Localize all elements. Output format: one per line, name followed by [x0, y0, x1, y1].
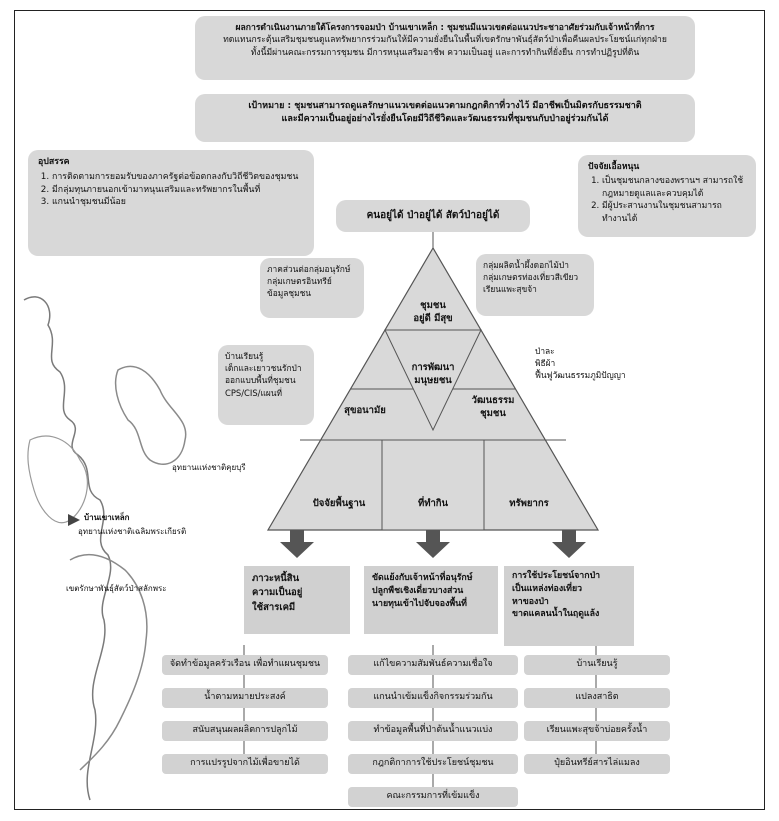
left-note-mid-line: บ้านเรียนรู้: [225, 351, 264, 361]
output-heading-line: ขัดแย้งกับเจ้าหน้าที่อนุรักษ์: [372, 573, 473, 583]
top-box-line-3: ทั้งนี้มีผ่านคณะกรรมการชุมชน มีการหนุนเส…: [250, 47, 640, 58]
map-label-sanctuary: อุทยานแห่งชาติเฉลิมพระเกียรติ: [78, 527, 187, 536]
right-note-top-line: กลุ่มเกษตรท่องเที่ยวสีเขียว: [483, 272, 579, 283]
village-marker: [68, 514, 80, 526]
output-2-item: กฎกติกาการใช้ประโยชน์ชุมชน: [348, 754, 518, 774]
island-outline: [114, 365, 187, 465]
triangle-base-mid: ที่ทำกิน: [417, 498, 449, 509]
lower-region-outline: [69, 553, 148, 771]
right-note-mid: ป่าละ พิธีผ้า ฟื้นฟูวัฒนธรรมภูมิปัญญา: [528, 340, 648, 402]
success-title: ปัจจัยเอื้อหนุน: [588, 162, 640, 172]
obstacles-list: การติดตามการยอมรับของภาครัฐต่อข้อตกลงกับ…: [38, 171, 304, 209]
left-note-top-line: กลุ่มเกษตรอินทรีย์: [267, 276, 332, 287]
left-note-mid-line: ออกแบบพื้นที่ชุมชน: [225, 375, 296, 386]
right-note-top-line: เรียนแพะสุขจ้า: [483, 284, 537, 295]
triangle-center-line: มนุษยชน: [414, 374, 452, 386]
obstacles-title: อุปสรรค: [38, 157, 70, 167]
map-label-village: บ้านเขาเหล็ก: [84, 513, 130, 522]
obstacles-box: อุปสรรค การติดตามการยอมรับของภาครัฐต่อข้…: [28, 150, 314, 256]
triangle-base-right: ทรัพยากร: [509, 498, 549, 509]
left-note-mid: บ้านเรียนรู้ เด็กและเยาวชนรักป่า ออกแบบพ…: [218, 345, 314, 425]
triangle-center-line: การพัฒนา: [411, 362, 455, 373]
output-2-item: แก้ไขความสัมพันธ์ความเชื่อใจ: [348, 655, 518, 675]
success-list: เป็นชุมชนกลางของพรานฯ สามารถใช้กฎหมายดูแ…: [588, 175, 746, 225]
output-heading-1: ภาวะหนี้สิน ความเป็นอยู่ ใช้สารเคมี: [244, 566, 350, 634]
triangle-left-label: สุขอนามัย: [344, 405, 386, 416]
triangle-center-label: การพัฒนา มนุษยชน: [398, 362, 468, 388]
output-1-item: จัดทำข้อมูลครัวเรือน เพื่อทำแผนชุมชน: [162, 655, 328, 675]
right-note-top: กลุ่มผลิตน้ำผึ้งดอกไม้ป่า กลุ่มเกษตรท่อง…: [476, 254, 594, 316]
left-note-top: ภาคส่วนต่อกลุ่มอนุรักษ์ กลุ่มเกษตรอินทรี…: [260, 258, 364, 318]
left-note-top-line: ข้อมูลชุมชน: [267, 288, 312, 299]
obstacle-item: มีกลุ่มทุนภายนอกเข้ามาหนุนเสริมและทรัพยา…: [52, 184, 304, 197]
left-note-mid-line: CPS/CIS/แผนที่: [225, 387, 283, 398]
output-1-item: น้ำตามหมายประสงค์: [162, 688, 328, 708]
goal-line-1: เป้าหมาย : ชุมชนสามารถดูแลรักษาแนวเขตต่อ…: [248, 101, 642, 111]
output-heading-line: ใช้สารเคมี: [252, 601, 296, 613]
arrow-right: [552, 530, 586, 558]
output-3-item: บ้านเรียนรู้: [524, 655, 670, 675]
output-3-item: เรียนแพะสุขจ้าบ่อยครั้งน้ำ: [524, 721, 670, 741]
right-note-mid-line: ฟื้นฟูวัฒนธรรมภูมิปัญญา: [535, 370, 626, 381]
arrow-mid: [416, 530, 450, 558]
triangle-right-line: ชุมชน: [480, 407, 506, 419]
triangle-right-label: วัฒนธรรม ชุมชน: [458, 395, 528, 421]
map-label-park: อุทยานแห่งชาติคุยบุรี: [172, 463, 246, 472]
goal-line-2: และมีความเป็นอยู่อย่างไรยั่งยืนโดยมีวิถี…: [281, 114, 609, 125]
top-results-box: ผลการดำเนินงานภายใต้โครงการจอมป่า บ้านเข…: [195, 16, 695, 80]
success-item: เป็นชุมชนกลางของพรานฯ สามารถใช้กฎหมายดูแ…: [602, 175, 746, 200]
arrow-left: [280, 530, 314, 558]
output-heading-line: หาของป่า: [512, 596, 549, 607]
output-3-item: แปลงสาธิต: [524, 688, 670, 708]
left-note-mid-line: เด็กและเยาวชนรักป่า: [225, 363, 302, 374]
right-note-top-line: กลุ่มผลิตน้ำผึ้งดอกไม้ป่า: [483, 260, 569, 270]
triangle-top-line: อยู่ดี มีสุข: [413, 312, 453, 324]
goal-box: เป้าหมาย : ชุมชนสามารถดูแลรักษาแนวเขตต่อ…: [195, 94, 695, 142]
map-label-wildlife: เขตรักษาพันธุ์สัตว์ป่าสลักพระ: [66, 584, 167, 593]
right-note-mid-line: พิธีผ้า: [535, 358, 556, 369]
left-note-top-line: ภาคส่วนต่อกลุ่มอนุรักษ์: [267, 264, 351, 274]
output-heading-line: ขาดแคลนน้ำในฤดูแล้ง: [512, 609, 600, 620]
output-2-item: แกนนำเข้มแข็งกิจกรรมร่วมกัน: [348, 688, 518, 708]
obstacle-item: การติดตามการยอมรับของภาครัฐต่อข้อตกลงกับ…: [52, 171, 304, 184]
output-heading-2: ขัดแย้งกับเจ้าหน้าที่อนุรักษ์ ปลูกพืชเชิ…: [364, 566, 498, 634]
coastline-outline: [23, 296, 112, 801]
apex-box: คนอยู่ได้ ป่าอยู่ได้ สัตว์ป่าอยู่ได้: [336, 200, 530, 232]
inner-triangle: [384, 329, 482, 432]
output-heading-line: เป็นแหล่งท่องเที่ยว: [512, 583, 583, 594]
output-2-item: คณะกรรมการที่เข้มแข็ง: [348, 787, 518, 807]
output-1-item: สนับสนุนผลผลิตการปลูกไม้: [162, 721, 328, 741]
top-box-line-1: ผลการดำเนินงานภายใต้โครงการจอมป่า บ้านเข…: [235, 23, 655, 33]
success-factors-box: ปัจจัยเอื้อหนุน เป็นชุมชนกลางของพรานฯ สา…: [578, 155, 756, 237]
output-3-item: ปุ๋ยอินทรีย์สารไล่แมลง: [524, 754, 670, 774]
top-box-line-2: ทดแทนกระตุ้นเสริมชุมชนดูแลทรัพยากรร่วมกั…: [223, 35, 667, 46]
output-1-item: การแปรรูปจากไม้เพื่อขายได้: [162, 754, 328, 774]
triangle-top-line: ชุมชน: [420, 300, 446, 311]
obstacle-item: แกนนำชุมชนมีน้อย: [52, 196, 304, 209]
triangle-right-line: วัฒนธรรม: [471, 395, 515, 406]
triangle-base-left: ปัจจัยพื้นฐาน: [312, 498, 366, 509]
output-heading-3: การใช้ประโยชน์จากป่า เป็นแหล่งท่องเที่ยว…: [504, 566, 634, 646]
triangle-top-label: ชุมชน อยู่ดี มีสุข: [393, 300, 473, 326]
region-shape: [27, 435, 89, 524]
output-heading-line: การใช้ประโยชน์จากป่า: [512, 571, 601, 581]
success-item: มีผู้ประสานงานในชุมชนสามารถทำงานได้: [602, 200, 746, 225]
right-note-mid-line: ป่าละ: [535, 346, 555, 356]
output-heading-line: นายทุนเข้าไปจับจองพื้นที่: [372, 599, 467, 610]
output-heading-line: ความเป็นอยู่: [252, 587, 303, 599]
output-heading-line: ปลูกพืชเชิงเดี่ยวบางส่วน: [372, 586, 464, 597]
output-2-item: ทำข้อมูลพื้นที่ป่าต้นน้ำแนวแบ่ง: [348, 721, 518, 741]
output-heading-line: ภาวะหนี้สิน: [252, 573, 300, 584]
